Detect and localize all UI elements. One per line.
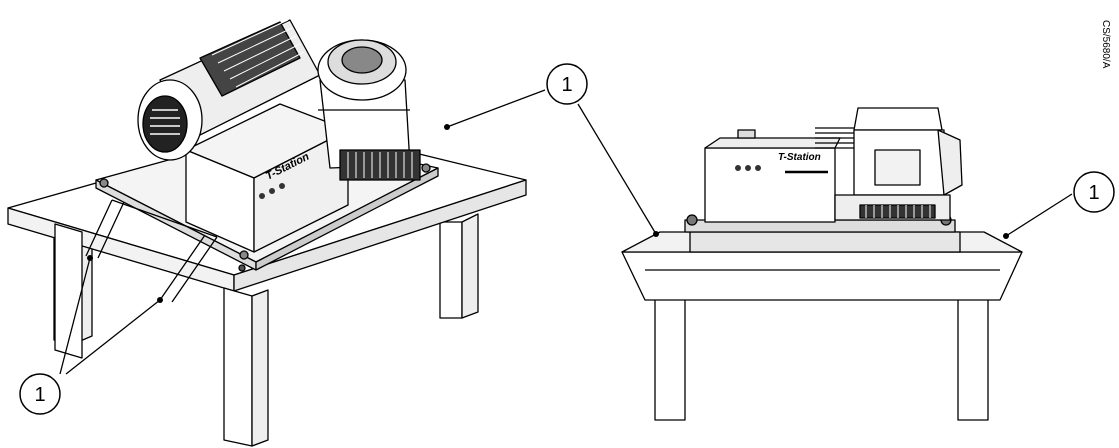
callout-leader-lines-left — [59, 89, 546, 375]
pump-head — [317, 39, 421, 181]
brand-label: T-Station — [778, 152, 821, 163]
table-leg-back-right — [439, 213, 479, 319]
side-view: T-Station — [621, 107, 1023, 421]
motor-fins — [815, 127, 860, 149]
callout-anchor-dot — [87, 255, 93, 261]
callout-anchor-dot — [653, 231, 659, 237]
pump-head — [834, 107, 963, 221]
callout-bubble-2: 1 — [546, 63, 588, 105]
isometric-view: T-Station — [7, 19, 527, 447]
callout-bubble-3: 1 — [1073, 171, 1115, 213]
callout-anchor-dot — [444, 124, 450, 130]
callout-label: 1 — [1088, 182, 1099, 204]
table-leg-right — [957, 295, 989, 421]
control-box: T-Station — [185, 103, 349, 253]
table-leg-left — [654, 295, 686, 421]
lifting-bracket — [85, 199, 218, 303]
table-leg-front-left — [54, 223, 83, 359]
table-leg-front-right — [223, 287, 269, 447]
table-frame — [621, 231, 1023, 301]
control-box: T-Station — [704, 129, 841, 223]
callout-leader-lines-right — [577, 103, 1073, 237]
callout-label: 1 — [34, 384, 45, 406]
callout-anchor-dot — [1003, 233, 1009, 239]
callout-anchor-dot — [157, 297, 163, 303]
callout-label: 1 — [561, 74, 572, 96]
figure-reference: CS/5680/A — [1100, 20, 1111, 69]
callout-bubble-1: 1 — [19, 373, 61, 415]
